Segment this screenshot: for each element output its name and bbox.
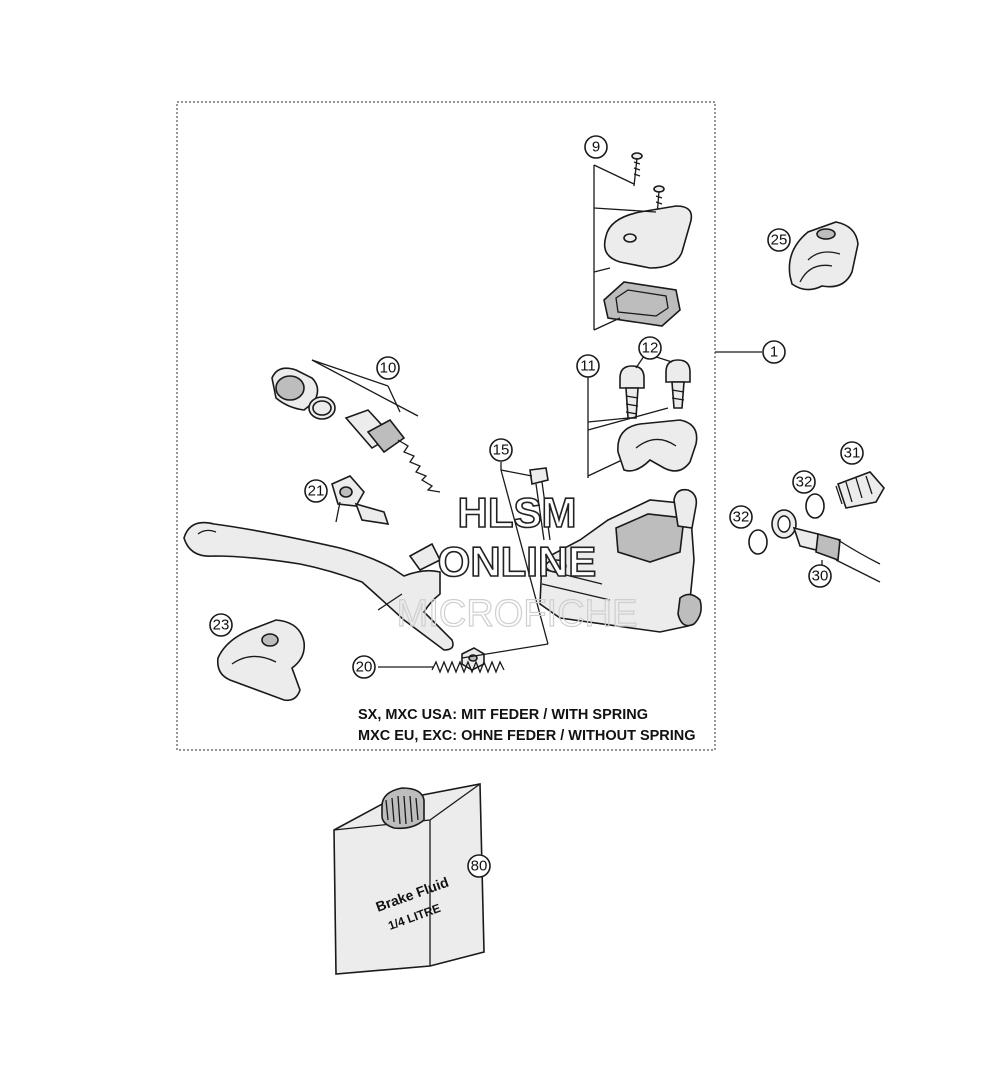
callout-23: 23 [209, 613, 233, 637]
callout-32-lower: 32 [729, 505, 753, 529]
callout-12: 12 [638, 336, 662, 360]
note-without-spring: MXC EU, EXC: OHNE FEDER / WITHOUT SPRING [358, 728, 696, 744]
reservoir-cap [603, 205, 693, 269]
callout-25-label: 25 [771, 232, 788, 249]
callout-23-label: 23 [213, 617, 230, 634]
adjuster-screw [331, 475, 390, 525]
callout-80: 80 [467, 854, 491, 878]
callout-30-label: 30 [812, 568, 829, 585]
callout-20-label: 20 [356, 659, 373, 676]
callout-25: 25 [767, 228, 791, 252]
callout-20: 20 [352, 655, 376, 679]
assembly-frame [176, 101, 716, 751]
banjo-bolt [835, 471, 885, 509]
brake-fluid-can [333, 783, 485, 975]
callout-10-label: 10 [380, 360, 397, 377]
callout-21: 21 [304, 479, 328, 503]
cap-screw-1 [631, 152, 643, 187]
callout-11-label: 11 [580, 358, 596, 375]
clamp-bolt-2 [665, 359, 691, 409]
reservoir-diaphragm [603, 281, 681, 327]
clamp-bolts [587, 354, 691, 478]
handlebar-clamp-part-25 [788, 221, 859, 291]
master-cylinder-body [539, 488, 702, 633]
brake-lever [183, 521, 454, 651]
callout-31-label: 31 [844, 445, 861, 462]
watermark-line-2: ONLINE [438, 538, 597, 585]
callout-11: 11 [576, 354, 600, 378]
callout-32-lower-label: 32 [733, 509, 750, 526]
watermark-line-3: MICROFICHE [397, 593, 638, 635]
note-with-spring: SX, MXC USA: MIT FEDER / WITH SPRING [358, 707, 648, 723]
callout-32-upper: 32 [792, 470, 816, 494]
watermark-line-1: HLSM [458, 489, 577, 536]
callout-9: 9 [584, 135, 608, 159]
piston-kit [271, 359, 441, 493]
callout-32-upper-label: 32 [796, 474, 813, 491]
callout-1-label: 1 [770, 344, 778, 361]
lever-spring [431, 660, 505, 674]
callout-12-label: 12 [642, 340, 659, 357]
callout-31: 31 [840, 441, 864, 465]
callout-15: 15 [489, 438, 513, 462]
callout-80-label: 80 [471, 858, 488, 875]
callout-10: 10 [376, 356, 400, 380]
reservoir-cap-group [593, 152, 693, 331]
callout-30: 30 [808, 564, 832, 588]
brake-line [771, 509, 881, 583]
clamp-bolt-1 [619, 365, 645, 419]
callout-9-label: 9 [592, 139, 600, 156]
callout-15-label: 15 [493, 442, 510, 459]
lever-protector [216, 619, 306, 702]
callout-21-label: 21 [308, 483, 325, 500]
sealing-washer-1 [805, 493, 825, 519]
sealing-washer-2 [748, 529, 768, 555]
callout-1: 1 [762, 340, 786, 364]
clamp-half [617, 419, 698, 472]
